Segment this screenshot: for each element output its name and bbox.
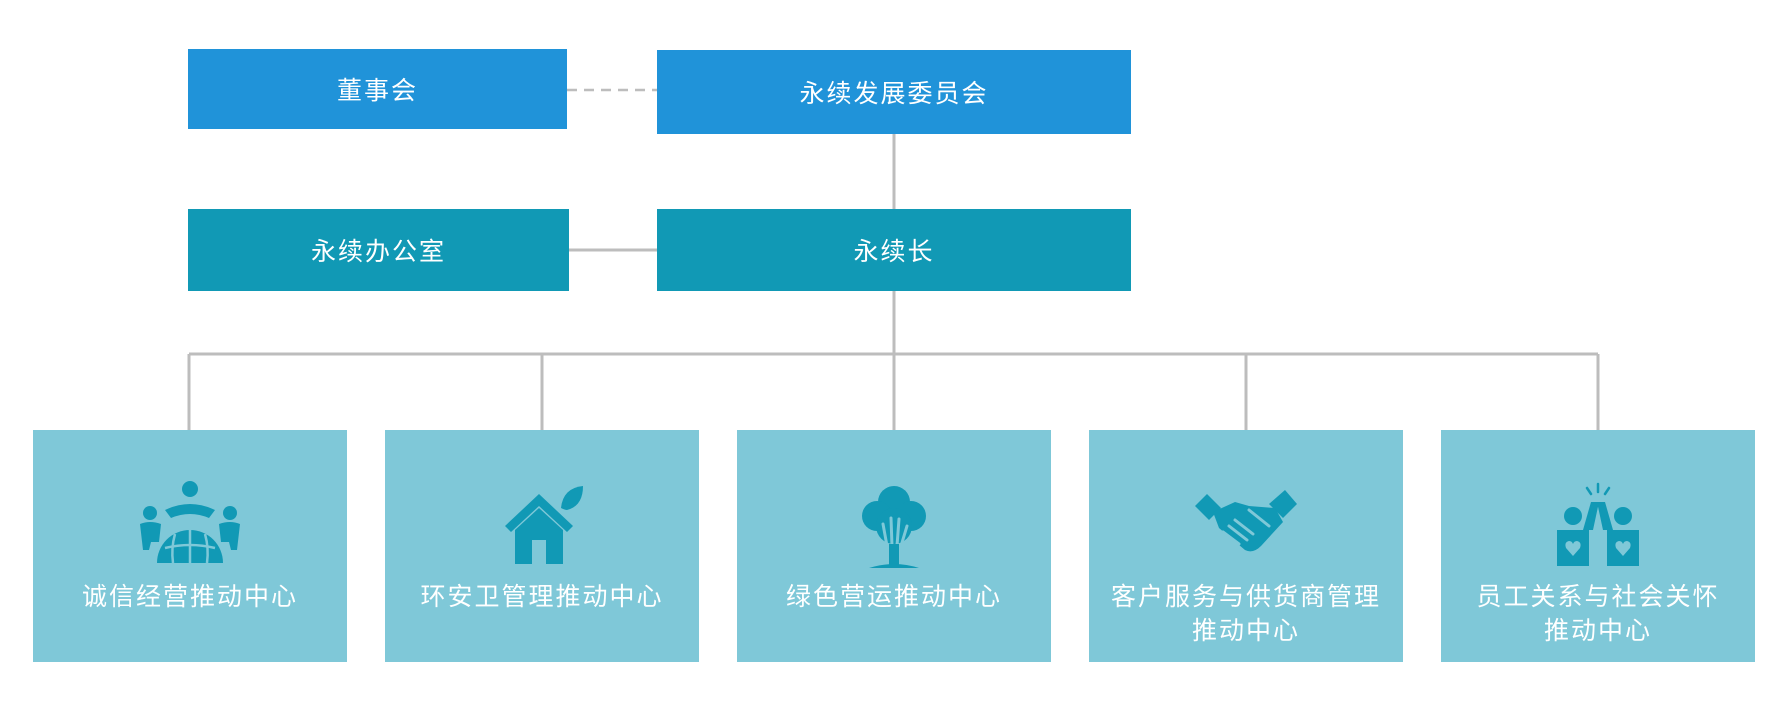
center-label-line1: 员工关系与社会关怀 (1476, 582, 1720, 611)
eco-house-icon (505, 486, 583, 564)
committee-label: 永续发展委员会 (799, 79, 989, 108)
high-five-icon (1557, 482, 1639, 566)
center-employee-social: 员工关系与社会关怀 推动中心 (1441, 430, 1755, 662)
cso-label: 永续长 (853, 237, 935, 266)
center-label-line1: 环安卫管理推动中心 (420, 582, 664, 611)
office-label: 永续办公室 (310, 237, 446, 266)
board-label: 董事会 (336, 76, 418, 105)
people-globe-icon (140, 481, 240, 564)
center-green-ops: 绿色营运推动中心 (737, 430, 1051, 662)
tree-hand-icon (862, 486, 926, 568)
center-integrity: 诚信经营推动中心 (33, 430, 347, 662)
center-label-line2: 推动中心 (1543, 616, 1652, 645)
board-box: 董事会 (188, 49, 567, 129)
office-box: 永续办公室 (188, 209, 569, 291)
center-label-line1: 诚信经营推动中心 (81, 582, 298, 611)
center-label-line1: 客户服务与供货商管理 (1110, 582, 1381, 611)
handshake-icon (1195, 490, 1297, 552)
center-ehs: 环安卫管理推动中心 (385, 430, 699, 662)
center-customer-supplier: 客户服务与供货商管理 推动中心 (1089, 430, 1403, 662)
center-label-line1: 绿色营运推动中心 (785, 582, 1002, 611)
committee-box: 永续发展委员会 (657, 50, 1131, 134)
cso-box: 永续长 (657, 209, 1131, 291)
center-label-line2: 推动中心 (1191, 616, 1300, 645)
